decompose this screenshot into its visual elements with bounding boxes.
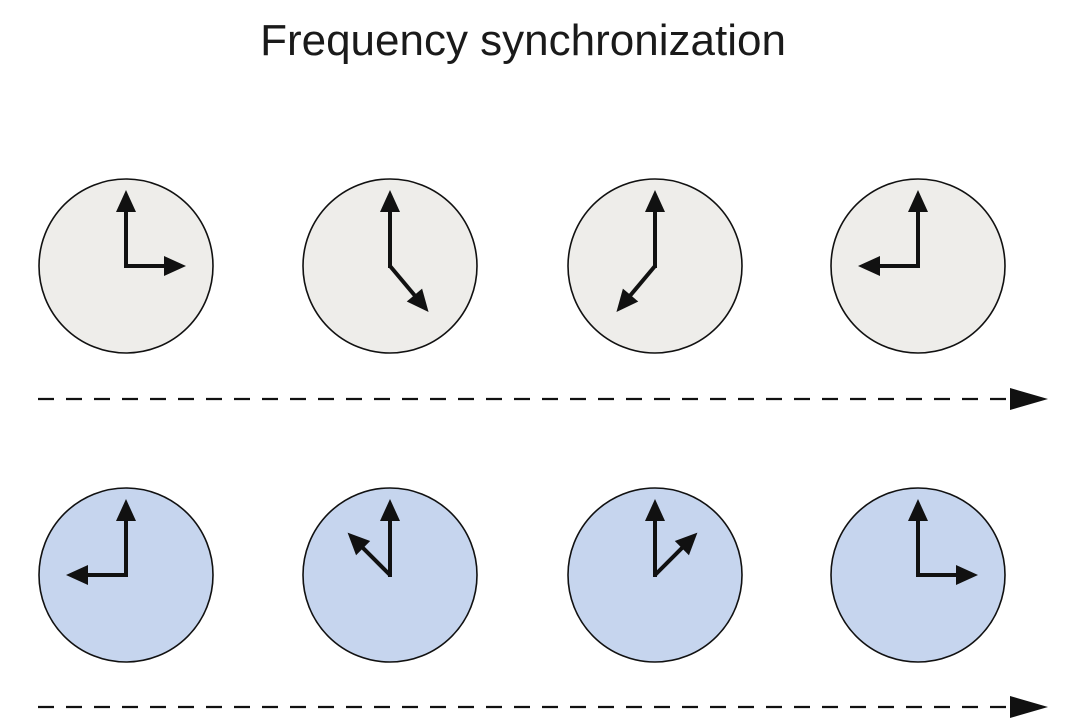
hand-pivot [653, 264, 657, 268]
minute-hand-head [116, 499, 136, 521]
hour-hand [616, 264, 657, 312]
minute-hand [645, 190, 665, 266]
minute-hand-head [116, 190, 136, 212]
minute-hand-head [908, 190, 928, 212]
clock [830, 178, 1006, 354]
hand-pivot [124, 264, 128, 268]
minute-hand [380, 499, 400, 575]
hour-hand [858, 256, 918, 276]
hour-hand [347, 532, 392, 577]
hour-hand-shaft [653, 545, 685, 577]
timeline-arrow [38, 388, 1048, 410]
clock [302, 178, 478, 354]
hour-hand-shaft [360, 545, 392, 577]
hour-hand-head [66, 565, 88, 585]
clock [567, 178, 743, 354]
top-row [38, 178, 1006, 354]
hour-hand-head [858, 256, 880, 276]
hour-hand-head [406, 288, 429, 312]
hand-pivot [388, 573, 392, 577]
clock [830, 487, 1006, 663]
timeline-arrow [38, 696, 1048, 718]
minute-hand-head [645, 190, 665, 212]
hour-hand [66, 565, 126, 585]
clock [302, 487, 478, 663]
minute-hand-head [380, 190, 400, 212]
hour-hand [388, 264, 429, 312]
clock [38, 487, 214, 663]
hand-pivot [124, 573, 128, 577]
hand-pivot [388, 264, 392, 268]
minute-hand [908, 190, 928, 266]
minute-hand [380, 190, 400, 266]
diagram-title: Frequency synchronization [260, 16, 786, 65]
hour-hand [126, 256, 186, 276]
hour-hand-shaft [627, 264, 657, 298]
clock [38, 178, 214, 354]
minute-hand [116, 190, 136, 266]
minute-hand-head [380, 499, 400, 521]
minute-hand [908, 499, 928, 575]
timeline-arrowhead [1010, 388, 1048, 410]
minute-hand [116, 499, 136, 575]
hour-hand-shaft [388, 264, 418, 298]
minute-hand-head [645, 499, 665, 521]
hour-hand-head [674, 532, 698, 556]
hour-hand-head [347, 532, 371, 556]
hour-hand-head [164, 256, 186, 276]
hand-pivot [653, 573, 657, 577]
hand-pivot [916, 264, 920, 268]
clock [567, 487, 743, 663]
hand-pivot [916, 573, 920, 577]
hour-hand [918, 565, 978, 585]
hour-hand-head [616, 288, 639, 312]
minute-hand [645, 499, 665, 575]
minute-hand-head [908, 499, 928, 521]
hour-hand [653, 532, 698, 577]
timeline-arrowhead [1010, 696, 1048, 718]
hour-hand-head [956, 565, 978, 585]
bottom-row [38, 487, 1006, 663]
